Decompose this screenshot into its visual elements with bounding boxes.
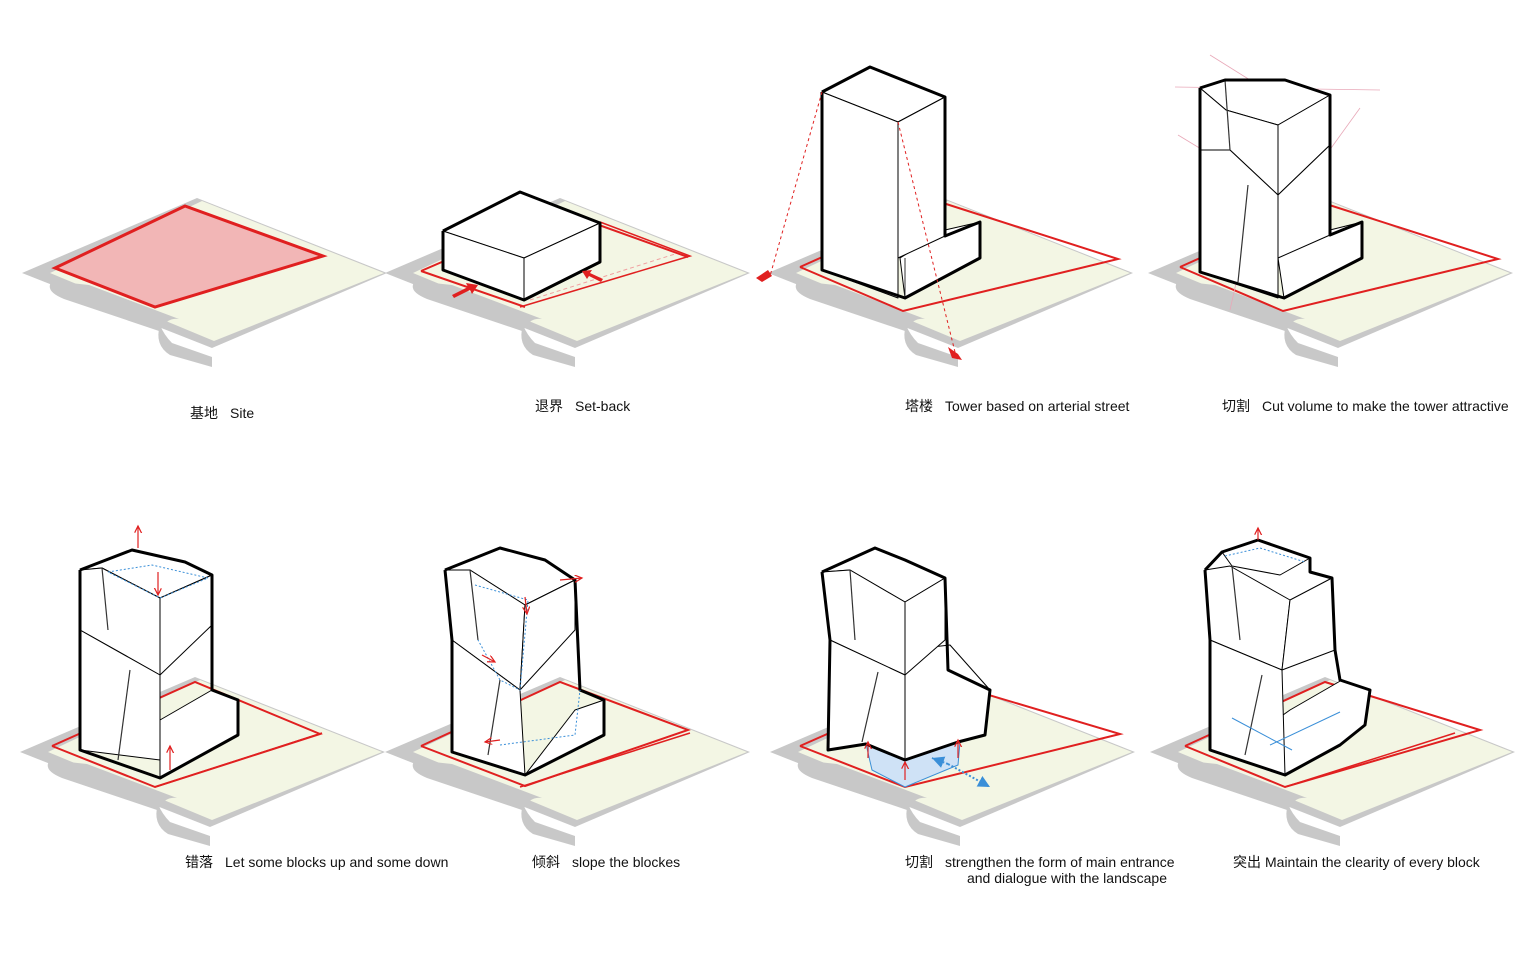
street-arrow	[756, 270, 772, 282]
road-curve	[158, 325, 212, 367]
cut-line	[849, 569, 856, 641]
slope-arrow	[525, 596, 527, 614]
street-arrow	[948, 347, 962, 360]
protrude-guide-line	[1269, 711, 1341, 746]
road-curve	[156, 804, 210, 846]
road-curve	[412, 281, 542, 331]
road-curve	[1284, 325, 1338, 367]
panel-tower	[756, 65, 1133, 367]
cut-line	[101, 567, 109, 631]
slope-arrow	[485, 740, 501, 742]
cut-line	[117, 669, 131, 761]
road-curve	[1175, 281, 1305, 331]
site-boundary	[51, 204, 328, 309]
landscape-dialogue-arrow	[931, 756, 949, 768]
panel-cut	[1148, 54, 1513, 367]
tower-left-face	[821, 91, 899, 299]
building-outline	[443, 546, 606, 777]
building-outline	[1198, 78, 1364, 300]
cut-line	[1224, 79, 1231, 151]
panel-stagger	[20, 526, 385, 846]
panel-slope	[385, 546, 750, 846]
road-curve	[795, 281, 925, 331]
slope-dashed-outline	[474, 584, 529, 691]
road-curve	[521, 804, 575, 846]
push-arrow	[452, 283, 478, 298]
cut-line	[1237, 184, 1249, 283]
panel-protrude	[1150, 528, 1515, 846]
road-curve	[906, 804, 960, 846]
slope-arrow	[481, 654, 495, 662]
building-outline	[820, 546, 992, 762]
shift-dashed-outline	[107, 564, 210, 599]
cut-line	[1244, 674, 1263, 756]
road-curve	[47, 760, 177, 810]
building-outline	[1203, 538, 1372, 777]
cut-line	[1231, 565, 1241, 641]
panel-setback	[385, 190, 750, 367]
setback-line	[154, 732, 323, 788]
road-curve	[904, 325, 958, 367]
setback-line	[1284, 732, 1456, 788]
building-outline	[820, 65, 982, 300]
road-curve	[1286, 804, 1340, 846]
slope-arrow	[559, 578, 582, 580]
panel-site	[22, 198, 387, 367]
setback-dashed-line	[529, 253, 676, 301]
protrude-guide-line	[1231, 717, 1293, 751]
setback-line	[519, 732, 691, 788]
panel-entrance	[770, 546, 1135, 846]
road-curve	[412, 760, 542, 810]
building-outline	[78, 548, 240, 780]
cut-line	[861, 671, 879, 743]
tower-upper-right	[904, 577, 946, 676]
slope-dashed-outline	[499, 689, 581, 746]
tower-upper-right	[519, 579, 576, 691]
road-curve	[49, 281, 179, 331]
tower-right-face	[897, 96, 946, 259]
road-curve	[521, 325, 575, 367]
cut-line	[469, 569, 479, 641]
road-curve	[1177, 760, 1307, 810]
tower-upper-right	[1281, 577, 1336, 671]
setback-line	[519, 221, 693, 308]
axis-dashed-line	[769, 91, 823, 277]
building-outline	[441, 190, 602, 302]
push-arrow	[582, 270, 603, 282]
road-curve	[797, 760, 927, 810]
